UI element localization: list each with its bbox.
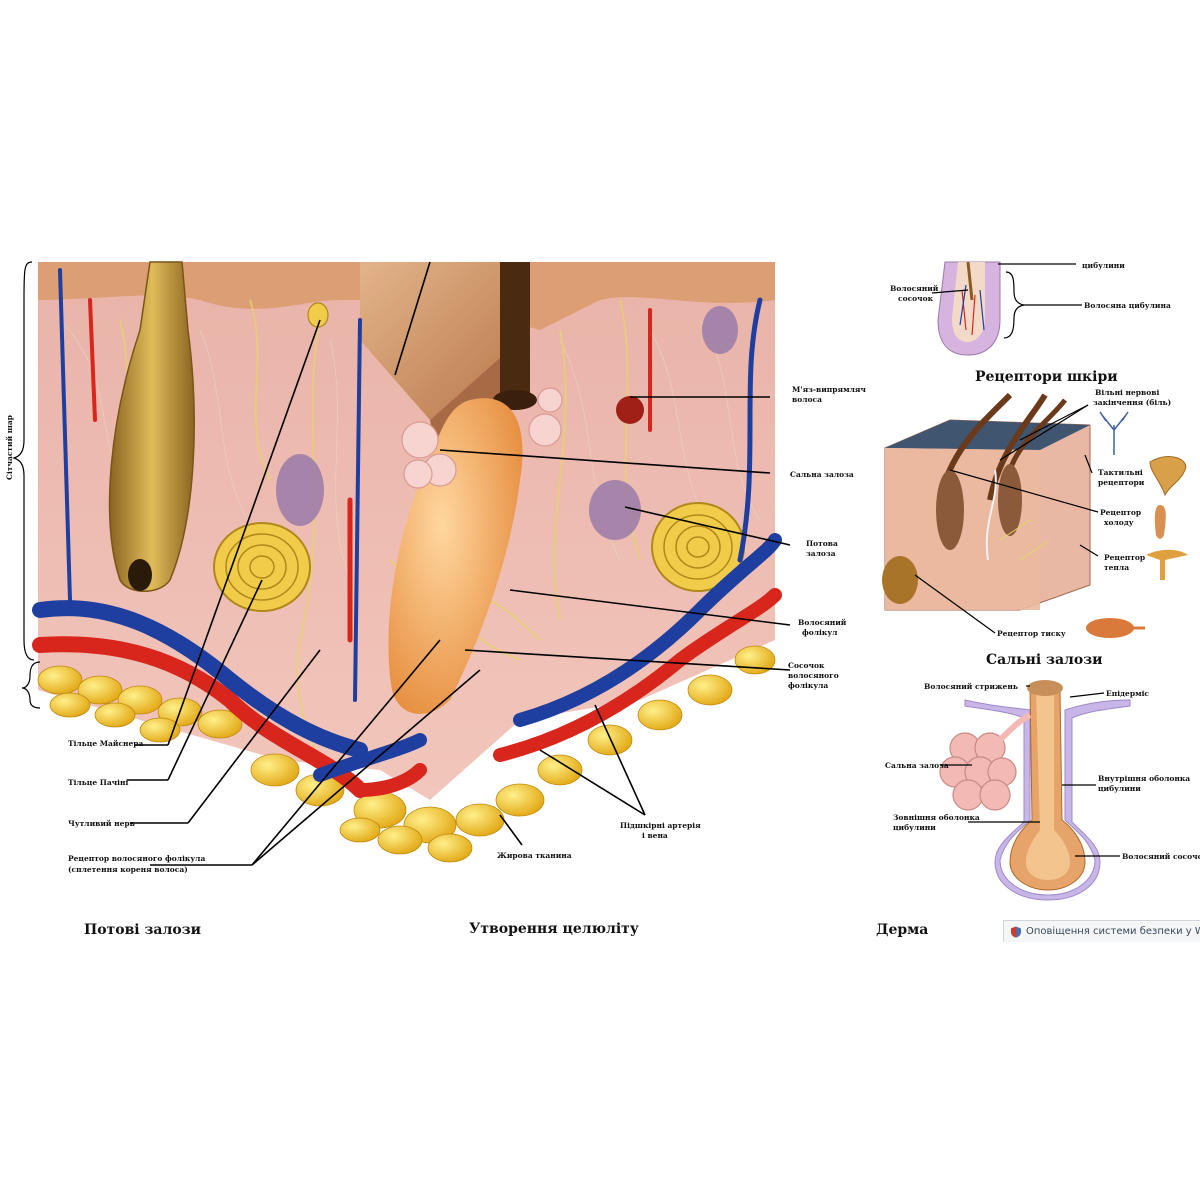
label-cold-2: холоду	[1104, 518, 1134, 527]
label-bulb-top: цибулини	[1082, 261, 1125, 270]
label-papilla-2: волосяного	[788, 671, 839, 680]
label-outer-sheath-1: Зовнішня оболонка	[893, 813, 980, 822]
skin-cross-section: Сітчастий шар	[5, 261, 782, 863]
label-free-endings-2: закінчення (біль)	[1093, 398, 1171, 407]
sweat-glands	[276, 306, 738, 540]
side-bracket-label: Сітчастий шар	[5, 415, 14, 480]
notification-text: Оповіщення системи безпеки у Windows	[1026, 926, 1200, 937]
label-sweat-1: Потова	[806, 539, 838, 548]
label-follicle-2: фолікул	[802, 628, 838, 637]
label-muscle-2: волоса	[792, 395, 822, 404]
label-free-endings-1: Вільні нервові	[1095, 388, 1159, 397]
warm-icon	[1146, 549, 1188, 580]
label-tactile-1: Тактильні	[1098, 468, 1143, 477]
receptors-diagram: Вільні нервові закінчення (біль) Тактиль…	[882, 388, 1188, 638]
label-warm-2: тепла	[1104, 563, 1129, 572]
sebaceous-gland	[401, 387, 563, 489]
label-tactile-2: рецептори	[1098, 478, 1145, 487]
label-outer-sheath-2: цибулини	[893, 823, 936, 832]
label-muscle-1: М'яз-випрямляч	[792, 385, 866, 394]
label-warm-1: Рецептор	[1104, 553, 1145, 562]
veins	[32, 268, 782, 782]
side-bracket	[12, 261, 35, 661]
label-papilla-bottom: Волосяний сосочок	[1122, 852, 1200, 861]
left-labels: М'яз-випрямляч волоса Сальна залоза Пото…	[68, 385, 866, 874]
sebaceous-diagram: Волосяний стрижень Епідерміс Сальна зало…	[885, 680, 1200, 901]
heading-sweat-glands: Потові залози	[84, 922, 201, 938]
label-cold-1: Рецептор	[1100, 508, 1141, 517]
label-bulb: Волосяна цибулина	[1084, 301, 1171, 310]
label-shaft: Волосяний стрижень	[924, 682, 1018, 691]
side-bracket-small	[21, 661, 41, 709]
gland-lobes	[939, 732, 1017, 811]
pressure-icon	[1086, 618, 1134, 638]
hair-shaft-center	[500, 262, 530, 402]
label-papilla-1: Сосочок	[788, 661, 825, 670]
heading-dermis: Дерма	[876, 922, 928, 938]
label-vessels-1: Підшкірні артерія	[620, 821, 701, 830]
label-follicle-receptor-1: Рецептор волосяного фолікула	[68, 854, 205, 863]
label-sweat-2: залоза	[806, 549, 836, 558]
hair-bulb-diagram: цибулини Волосяний сосочок Волосяна цибу…	[890, 261, 1171, 356]
security-shield-icon	[1010, 926, 1022, 938]
sebaceous-title: Сальні залози	[986, 652, 1103, 668]
label-vessels-2: і вена	[642, 831, 668, 840]
label-epidermis: Епідерміс	[1106, 689, 1149, 698]
hair-follicle	[388, 398, 523, 714]
label-meissner: Тільце Майснера	[68, 739, 144, 748]
receptors-title: Рецептори шкіри	[975, 369, 1118, 385]
heading-cellulite: Утворення целюліту	[469, 921, 639, 937]
cold-icon	[1154, 505, 1166, 539]
label-follicle-1: Волосяний	[798, 618, 847, 627]
arteries	[32, 298, 782, 798]
erector-muscle	[616, 396, 644, 424]
free-ending-icon	[1099, 411, 1129, 455]
label-papilla-top-1: Волосяний	[890, 284, 939, 293]
label-inner-sheath-2: цибулини	[1098, 784, 1141, 793]
hair-bulb-left	[128, 559, 152, 591]
label-sebaceous: Сальна залоза	[790, 470, 854, 479]
fat-layer	[37, 645, 776, 863]
label-nerve: Чутливий нерв	[68, 819, 135, 828]
label-papilla-top-2: сосочок	[898, 294, 934, 303]
tactile-icon	[1149, 456, 1187, 497]
label-pressure: Рецептор тиску	[997, 629, 1066, 638]
epidermis-cube	[360, 262, 520, 420]
label-pacini: Тільце Пачіні	[68, 778, 129, 787]
label-papilla-3: фолікула	[788, 681, 828, 690]
pacini-corpuscles	[213, 502, 745, 612]
label-follicle-receptor-2: (сплетення кореня волоса)	[68, 865, 188, 874]
label-inner-sheath-1: Внутрішня оболонка	[1098, 774, 1190, 783]
label-gland: Сальна залоза	[885, 761, 949, 770]
label-fat: Жирова тканина	[497, 851, 572, 860]
left-leaders	[127, 261, 791, 866]
security-notification[interactable]: Оповіщення системи безпеки у Windows	[1003, 920, 1200, 942]
hair-shaft-left	[108, 261, 195, 592]
